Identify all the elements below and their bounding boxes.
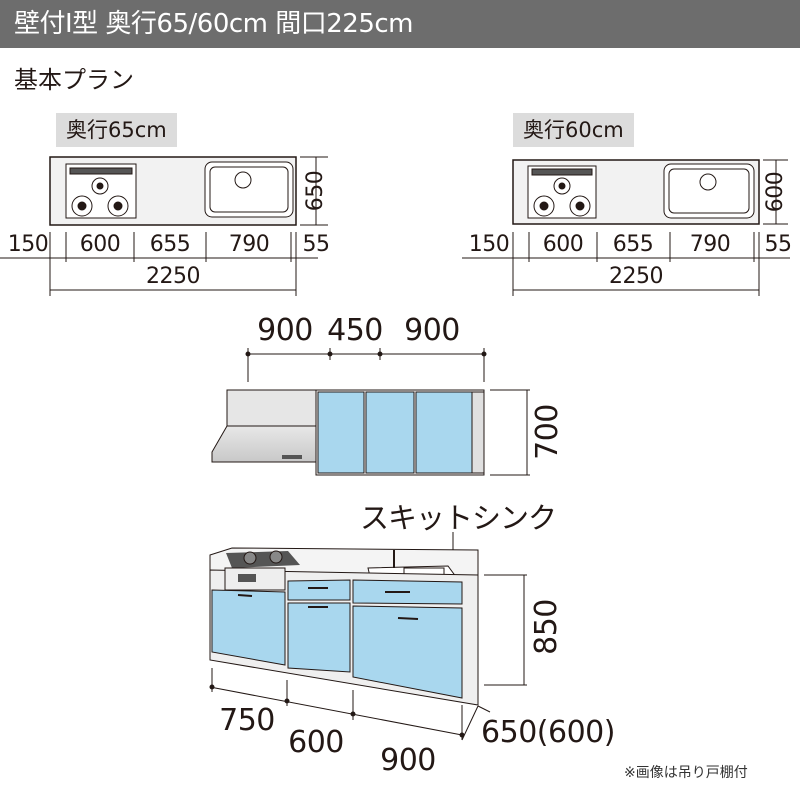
base-door [211, 589, 286, 666]
footnote: ※画像は吊り戸棚付 [624, 765, 748, 781]
base-door [352, 605, 463, 699]
sink-icon [204, 161, 294, 218]
plan-60-drawing [462, 159, 790, 296]
plan-65-seg-3: 655 [149, 232, 191, 257]
plan-65-seg-4: 790 [228, 232, 270, 257]
stove-icon [65, 163, 137, 219]
plan-60-seg-4: 790 [689, 232, 731, 257]
plan-60-seg-3: 655 [612, 232, 654, 257]
wall-door [365, 391, 415, 474]
wall-door [317, 391, 365, 474]
wall-width-1: 900 [257, 313, 313, 348]
sink-callout-label: スキットシンク [360, 501, 557, 535]
wall-door [415, 391, 473, 474]
wall-width-2: 450 [327, 313, 383, 348]
base-cabinet [209, 532, 527, 741]
plan-60-seg-1: 150 [468, 232, 510, 257]
base-height-dim: 850 [529, 599, 564, 655]
plan-65-seg-5: 55 [302, 232, 331, 257]
range-hood [226, 389, 317, 427]
plan-60-depth-label: 奥行60cm [513, 113, 634, 147]
plan-65-drawing [0, 156, 328, 296]
base-width-2: 600 [288, 725, 344, 760]
plan-60-depth-dim: 600 [763, 171, 788, 213]
plan-60-total-width: 2250 [609, 264, 664, 289]
stove-icon [527, 165, 597, 219]
base-width-1: 750 [219, 703, 275, 738]
header-bar: 壁付I型 奥行65/60cm 間口225cm [0, 0, 800, 48]
plan-60-seg-5: 55 [764, 232, 793, 257]
page-title: 壁付I型 奥行65/60cm 間口225cm [14, 9, 414, 39]
wall-width-3: 900 [404, 313, 460, 348]
drawer [287, 579, 351, 601]
plan-60-seg-2: 600 [542, 232, 584, 257]
wall-height-dim: 700 [530, 404, 565, 460]
sink-icon [663, 163, 755, 219]
plan-65-total-width: 2250 [146, 264, 201, 289]
plan-65-depth-dim: 650 [303, 170, 328, 212]
base-depth-dim: 650(600) [481, 715, 615, 750]
plan-65-seg-1: 150 [7, 232, 49, 257]
base-door [287, 602, 351, 673]
base-width-3: 900 [380, 743, 436, 778]
plan-65-seg-2: 600 [79, 232, 121, 257]
wall-cabinet [211, 348, 530, 476]
plan-65-depth-label: 奥行65cm [56, 113, 177, 147]
section-title: 基本プラン [14, 66, 134, 94]
